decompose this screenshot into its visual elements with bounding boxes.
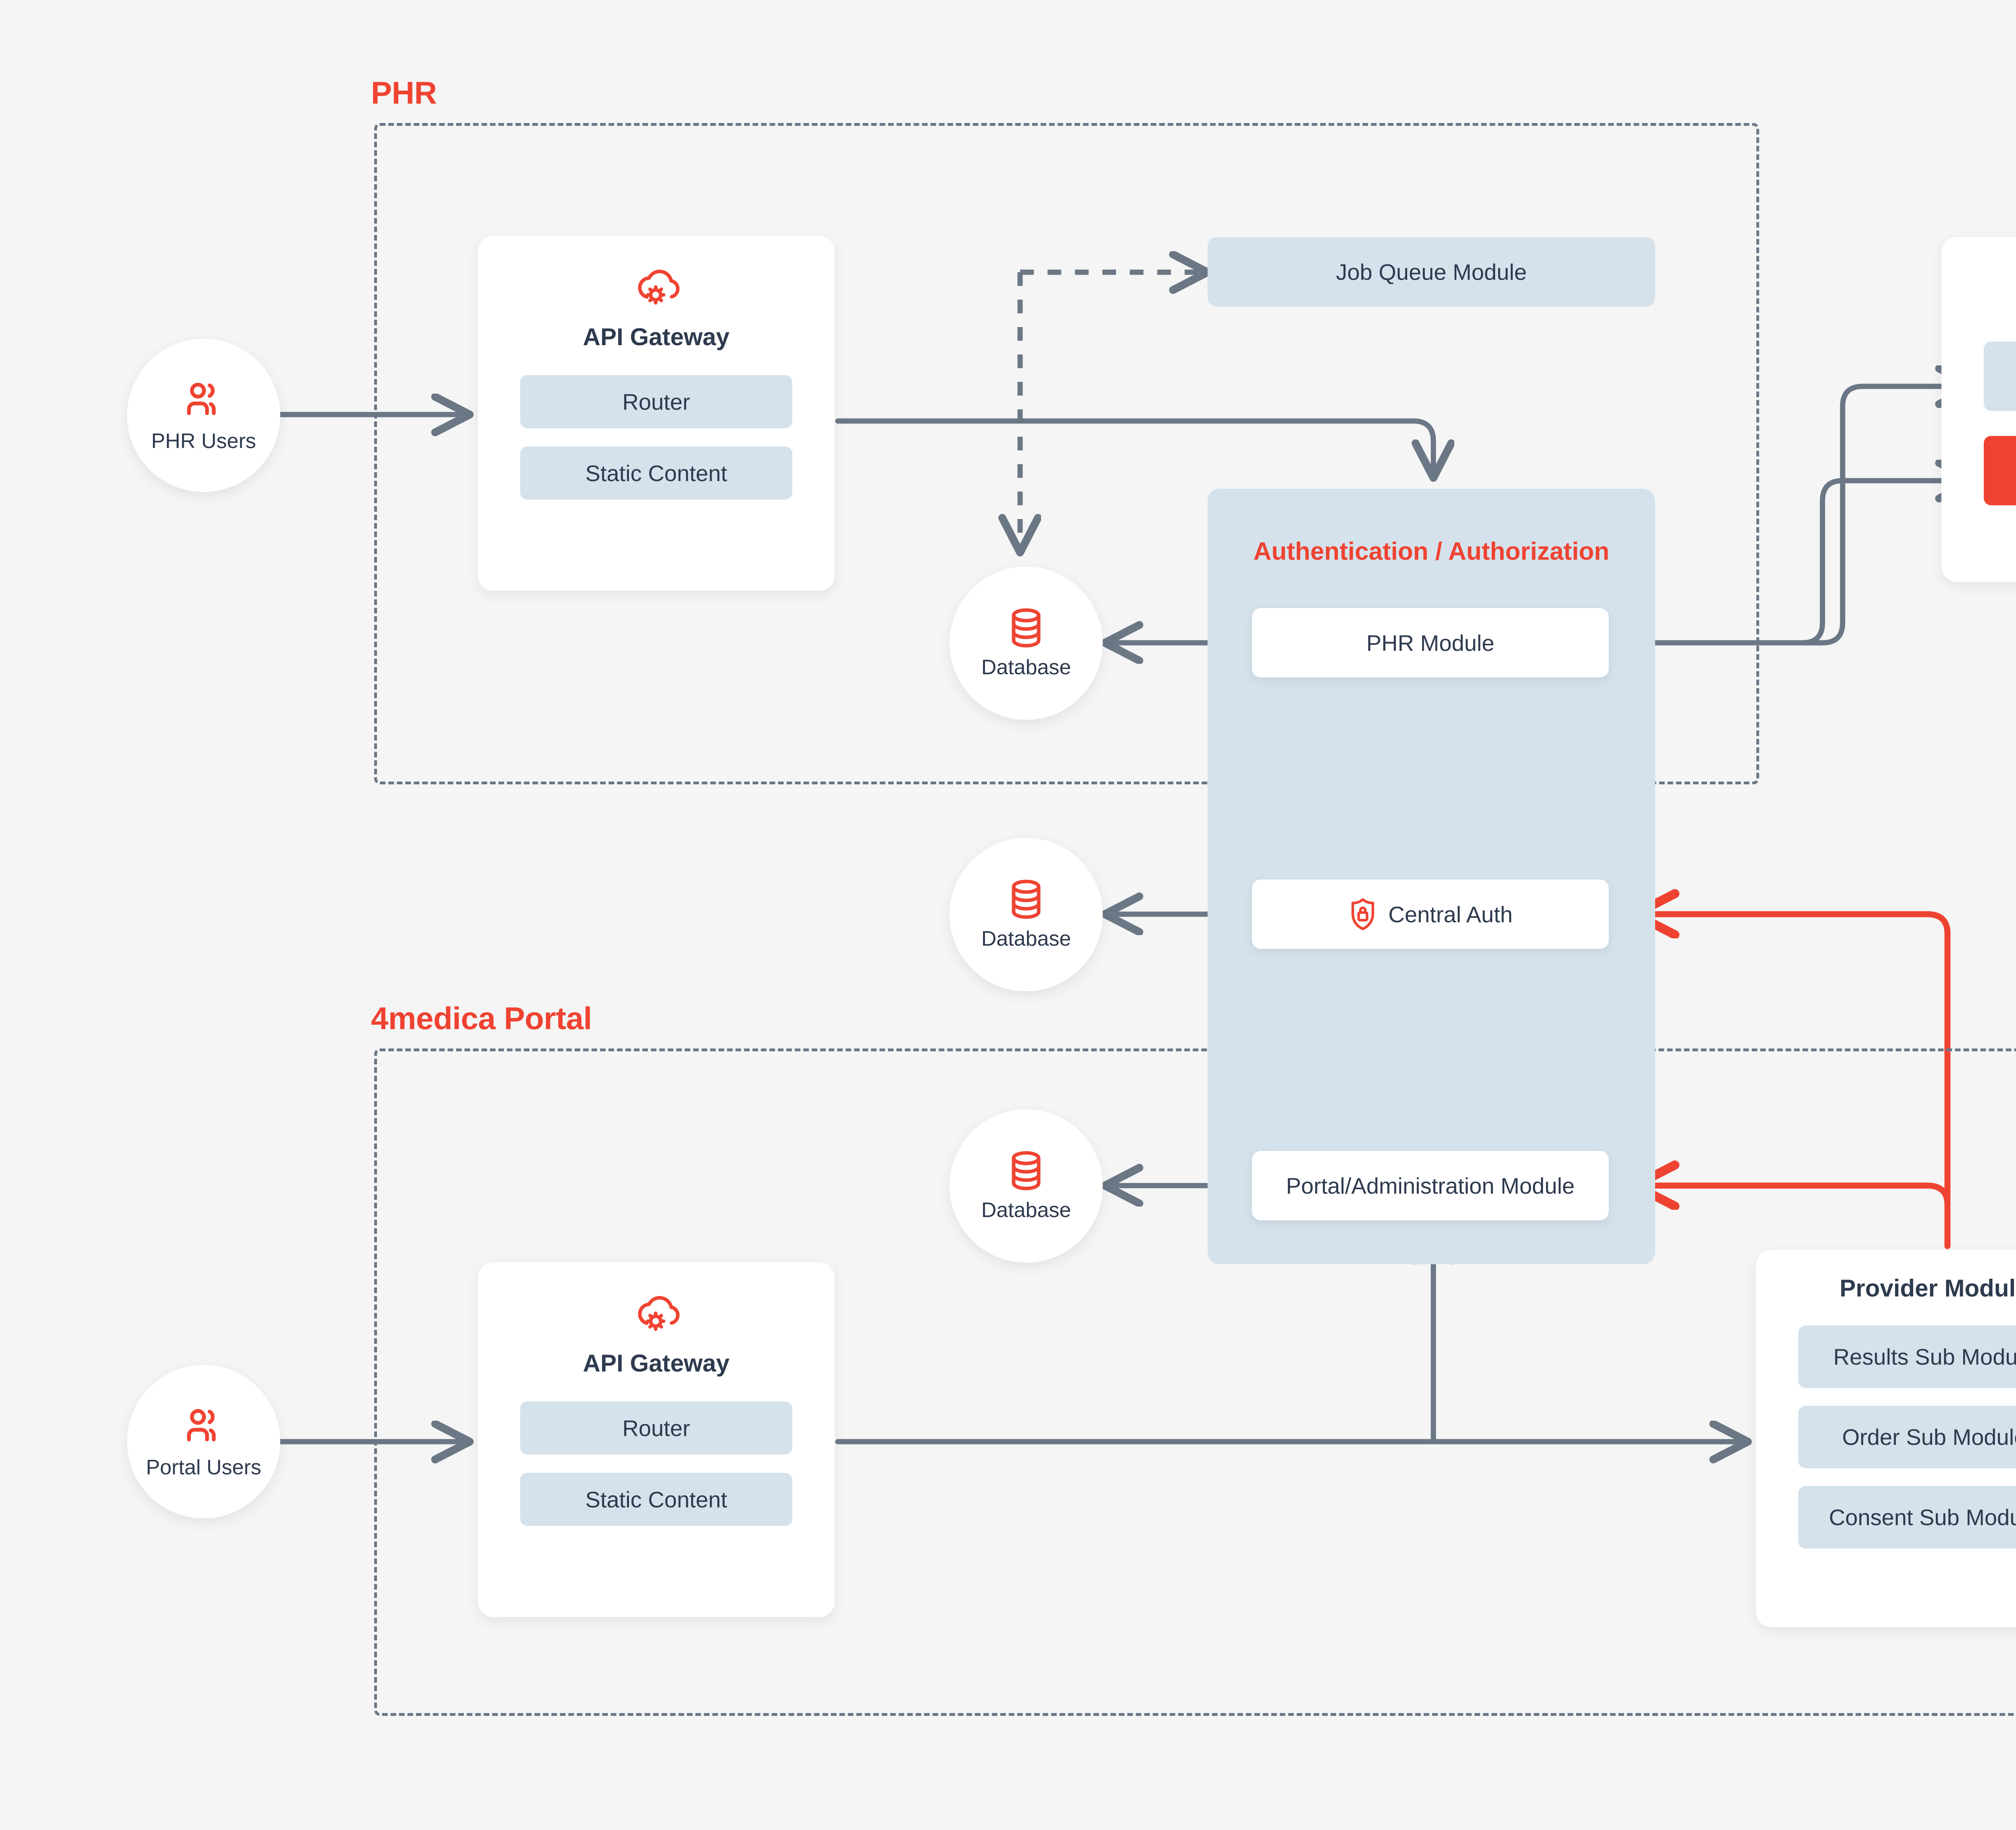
gateway-item-static-content[interactable]: Static Content: [520, 446, 792, 500]
card-title: Provider Module: [1839, 1275, 2016, 1302]
users-icon: [181, 1404, 226, 1449]
portal-module-label: Portal/Administration Module: [1286, 1173, 1575, 1198]
job-queue-module[interactable]: Job Queue Module: [1208, 237, 1655, 306]
database-node-phr[interactable]: Database: [950, 567, 1103, 720]
database-node-portal[interactable]: Database: [950, 1109, 1103, 1263]
wire-provider-to-centralauth: [1635, 914, 1951, 1249]
wire-phrmodule-to-aidbox: [1606, 481, 1974, 646]
shield-lock-icon: [1348, 897, 1378, 931]
database-icon: [1007, 1150, 1045, 1192]
database-icon: [1007, 607, 1045, 649]
provider-item-results-sub-module[interactable]: Results Sub Module: [1798, 1326, 2016, 1388]
database-label: Database: [981, 927, 1071, 950]
card-title: API Gateway: [583, 323, 730, 350]
card-title: API Gateway: [583, 1350, 730, 1377]
actor-portal-users[interactable]: Portal Users: [127, 1365, 280, 1518]
cloud-gear-icon: [632, 265, 681, 309]
gateway-item-router[interactable]: Router: [520, 375, 792, 428]
wire-phrmodule-to-mpi: [1606, 386, 1974, 646]
patient-data-item-aidbox-fhir-server[interactable]: Aidbox FHIR Server: [1984, 436, 2016, 505]
database-label: Database: [981, 1198, 1071, 1222]
cloud-gear-icon: [632, 1291, 681, 1336]
gateway-item-router[interactable]: Router: [520, 1401, 792, 1455]
database-node-auth[interactable]: Database: [950, 838, 1103, 991]
auth-authorization-panel: Authentication / Authorization: [1208, 489, 1655, 1264]
group-label-portal: 4medica Portal: [371, 1000, 592, 1036]
phr-module[interactable]: PHR Module: [1252, 608, 1609, 677]
phr-module-label: PHR Module: [1366, 630, 1495, 656]
actor-label: Portal Users: [146, 1456, 262, 1479]
auth-panel-title: Authentication / Authorization: [1253, 538, 1610, 565]
group-label-phr: PHR: [371, 75, 437, 110]
wire-router-to-authpanel: [835, 418, 1433, 478]
central-auth-module[interactable]: Central Auth: [1252, 880, 1609, 949]
group-box-phr: [374, 123, 1759, 784]
patient-data-card: Patient Data MPI Aidbox FHIR Server: [1941, 237, 2016, 582]
patient-data-item-mpi[interactable]: MPI: [1984, 342, 2016, 411]
portal-administration-module[interactable]: Portal/Administration Module: [1252, 1151, 1609, 1220]
actor-phr-users[interactable]: PHR Users: [127, 339, 280, 492]
provider-module-card: Provider Module Results Sub Module Order…: [1756, 1250, 2016, 1627]
wire-provider-to-portalmodule: [1635, 1186, 1951, 1249]
provider-item-order-sub-module[interactable]: Order Sub Module: [1798, 1406, 2016, 1468]
database-label: Database: [981, 656, 1071, 679]
api-gateway-card-portal[interactable]: API Gateway Router Static Content: [478, 1262, 835, 1617]
api-gateway-card-phr[interactable]: API Gateway Router Static Content: [478, 236, 835, 591]
database-icon: [1007, 878, 1045, 920]
gateway-item-static-content[interactable]: Static Content: [520, 1473, 792, 1526]
provider-item-consent-sub-module[interactable]: Consent Sub Module: [1798, 1486, 2016, 1549]
users-icon: [181, 377, 226, 423]
group-box-portal: [374, 1048, 2016, 1716]
central-auth-label: Central Auth: [1388, 901, 1513, 927]
actor-label: PHR Users: [151, 429, 256, 453]
